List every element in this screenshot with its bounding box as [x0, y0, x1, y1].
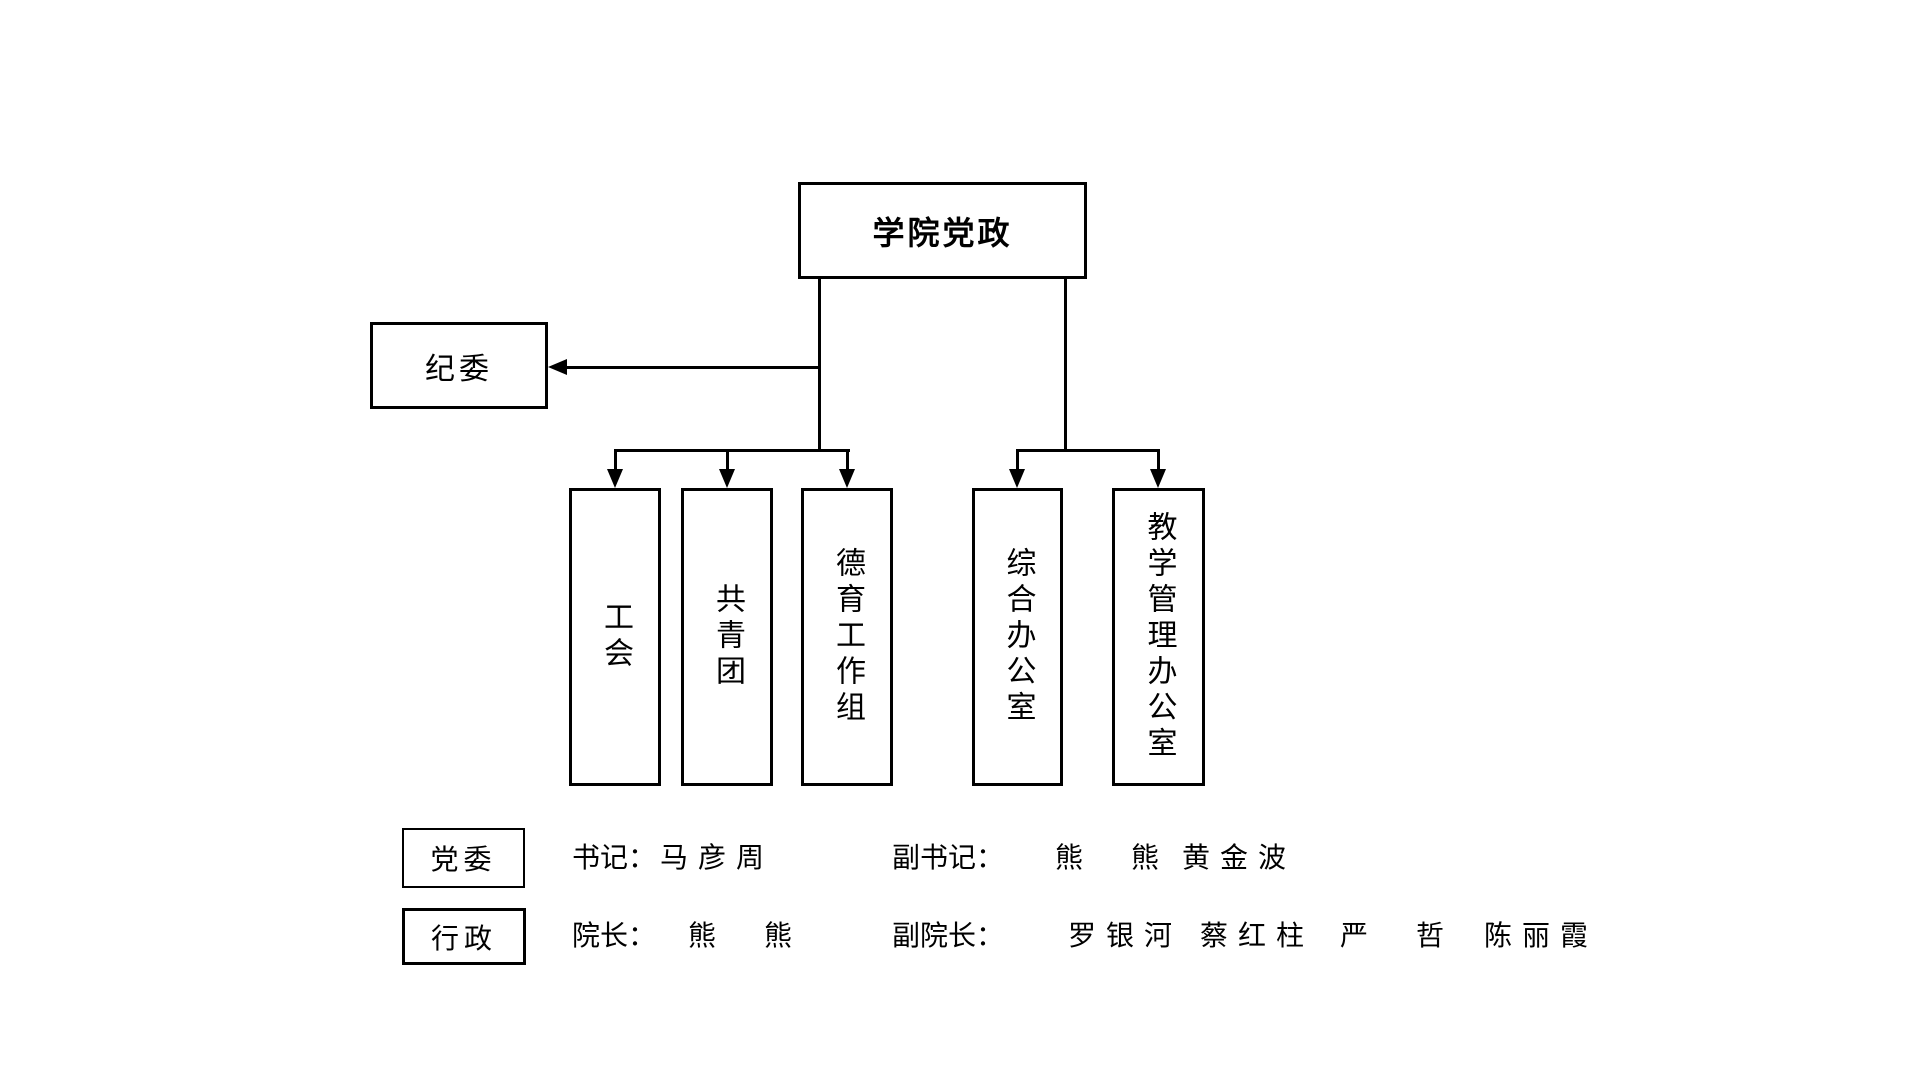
- connector-feed-right: [1064, 279, 1067, 452]
- dept-label: 共青团: [711, 583, 744, 691]
- legend-person-name: 马彦周: [660, 842, 775, 873]
- legend-role-label: 院长：: [572, 920, 657, 951]
- connector-drop-4: [1016, 449, 1019, 474]
- legend-box-administration: 行政: [402, 908, 526, 965]
- legend-person-name: 黄金波: [1182, 842, 1297, 873]
- arrowhead-down-icon: [1150, 469, 1166, 488]
- dept-box-teaching-office: 教学管理办公室: [1112, 488, 1205, 786]
- legend-person-name: 熊 熊: [688, 920, 803, 951]
- dept-label: 综合办公室: [1001, 547, 1035, 727]
- legend-role-label: 书记：: [572, 842, 657, 873]
- arrowhead-down-icon: [719, 469, 735, 488]
- connector-horizontal-left-group: [614, 449, 850, 452]
- dept-box-union: 工会: [569, 488, 661, 786]
- root-box: 学院党政: [798, 182, 1087, 279]
- dept-label: 教学管理办公室: [1142, 511, 1176, 763]
- connector-drop-1: [614, 449, 617, 474]
- arrowhead-down-icon: [607, 469, 623, 488]
- legend-person-name: 蔡红柱: [1200, 920, 1315, 951]
- legend-person-name: 严 哲: [1340, 920, 1455, 951]
- arrowhead-down-icon: [839, 469, 855, 488]
- legend-person-name: 罗银河: [1068, 920, 1183, 951]
- discipline-committee-label: 纪委: [425, 352, 493, 386]
- connector-drop-5: [1157, 449, 1160, 474]
- connector-feed-left: [818, 279, 821, 452]
- dept-label: 工会: [599, 601, 632, 673]
- legend-category-label: 党委: [430, 844, 497, 875]
- connector-drop-2: [726, 449, 729, 474]
- legend-role-label: 副院长：: [892, 920, 1005, 951]
- arrowhead-left-icon: [548, 359, 567, 375]
- legend-person-name: 熊 熊: [1055, 842, 1170, 873]
- connector-drop-3: [846, 449, 849, 474]
- arrowhead-down-icon: [1009, 469, 1025, 488]
- legend-box-party-committee: 党委: [402, 828, 525, 888]
- dept-box-moral-education: 德育工作组: [801, 488, 893, 786]
- legend-person-name: 陈丽霞: [1484, 920, 1599, 951]
- discipline-committee-box: 纪委: [370, 322, 548, 409]
- legend-category-label: 行政: [430, 922, 497, 954]
- dept-label: 德育工作组: [831, 547, 864, 727]
- dept-box-youth-league: 共青团: [681, 488, 773, 786]
- connector-horizontal-right-group: [1016, 449, 1160, 452]
- connector-discipline-committee: [562, 366, 821, 369]
- root-box-label: 学院党政: [872, 214, 1013, 251]
- dept-box-general-office: 综合办公室: [972, 488, 1063, 786]
- legend-role-label: 副书记：: [892, 842, 1005, 873]
